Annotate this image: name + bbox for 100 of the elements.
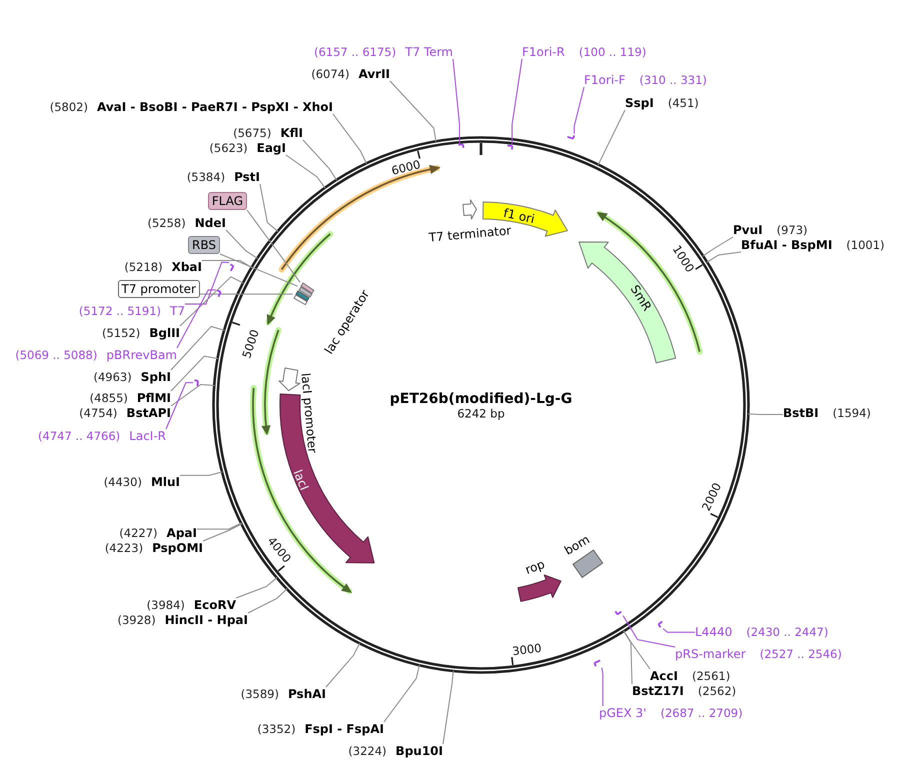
enzyme-name: NdeI [194, 216, 226, 230]
site-position: (3984) [146, 598, 185, 612]
leader-line [390, 80, 437, 142]
leader-line [302, 140, 338, 181]
feature-label: bom [562, 532, 592, 558]
leader-line [200, 294, 294, 295]
primer-position: (5172 .. 5191) [78, 304, 162, 318]
leader-line [236, 576, 278, 598]
enzyme-name: AccI [650, 669, 678, 683]
enzyme-name: AvrII [358, 67, 390, 81]
enzyme-name: BstBI [783, 406, 819, 420]
feature-tag: RBS [188, 236, 220, 254]
enzyme-name: BstZ17I [632, 684, 684, 698]
leader-line [170, 326, 226, 370]
leader-line [260, 184, 278, 232]
sequence-length: 6242 bp [457, 408, 505, 420]
enzyme-name: KflI [280, 126, 303, 140]
tick-label: 5000 [240, 328, 262, 360]
feature-tag: FLAG [208, 192, 247, 210]
leader-line [248, 588, 288, 614]
primer-name: T7 [170, 304, 185, 318]
leader-line [622, 615, 676, 648]
site-position: (3928) [117, 613, 156, 627]
site-position: (5675) [233, 126, 272, 140]
site-position: (2562) [698, 684, 736, 698]
site-position: (973) [776, 223, 808, 237]
enzyme-name: Bpu10I [396, 744, 443, 758]
feature-label: lacI promoter [298, 372, 320, 454]
primer-position: (4747 .. 4766) [38, 429, 120, 443]
primer-position: (310 .. 331) [639, 73, 707, 87]
enzyme-name: FspI - FspAI [304, 722, 384, 736]
enzyme-name: PflMI [136, 391, 171, 405]
feature-label: lacI [290, 468, 312, 492]
enzyme-name: PshAI [288, 687, 326, 701]
tick-label: 3000 [511, 642, 542, 658]
leader-line [384, 664, 420, 722]
primer-position: (2687 .. 2709) [660, 706, 743, 720]
leader-line [442, 670, 454, 744]
site-position: (3224) [348, 744, 387, 758]
leader-line [706, 252, 742, 263]
primer-name: F1ori-R [522, 45, 565, 59]
site-position: (5152) [102, 326, 140, 340]
site-position: (3589) [240, 687, 279, 701]
site-position: (4430) [104, 475, 142, 489]
leader-line [226, 230, 258, 260]
tick-label: 6000 [390, 158, 422, 178]
site-position: (451) [668, 96, 699, 110]
primer-position: (6157 .. 6175) [314, 45, 396, 59]
tick-label: 2000 [700, 481, 724, 514]
leader-line [574, 86, 584, 134]
primer-position: (100 .. 119) [578, 45, 646, 59]
primer-position: (5069 .. 5088) [15, 348, 98, 362]
enzyme-name: BglII [149, 326, 180, 340]
enzyme-name: MluI [150, 475, 180, 489]
site-position: (1001) [846, 238, 885, 252]
enzyme-name: XbaI [172, 260, 202, 274]
leader-line [326, 642, 360, 688]
leader-line [747, 414, 784, 415]
leader-line [512, 58, 522, 144]
primer-name: F1ori-F [584, 73, 626, 87]
enzyme-name: EagI [256, 141, 286, 155]
site-position: (2561) [692, 669, 730, 683]
site-position: (5802) [50, 100, 88, 114]
leader-line [246, 210, 301, 283]
site-position: (5623) [209, 141, 248, 155]
leader-line [202, 260, 252, 268]
leader-line [180, 471, 223, 476]
site-position: (1594) [832, 406, 871, 420]
enzyme-name: BfuAI - BspMI [741, 238, 832, 252]
leader-line [170, 356, 219, 392]
enzyme-name: AvaI - BsoBI - PaeR7I - PspXI - XhoI [96, 100, 333, 114]
site-position: (3352) [257, 722, 296, 736]
feature-tag: T7 promoter [118, 280, 200, 298]
leader-line [286, 154, 326, 189]
site-position: (4227) [119, 526, 158, 540]
enzyme-name: HincII - HpaI [164, 613, 248, 627]
leader-line [202, 523, 242, 542]
primer-name: L4440 [695, 625, 732, 639]
feature-label: rop [523, 557, 547, 577]
leader-line [601, 667, 604, 706]
primer-name: LacI-R [129, 429, 166, 443]
site-position: (5258) [148, 216, 186, 230]
primer-name: T7 Term [405, 45, 453, 59]
site-position: (4754) [79, 406, 118, 420]
site-position: (5384) [186, 170, 226, 184]
enzyme-name: PstI [234, 170, 260, 184]
leader-line [452, 58, 460, 144]
primer-name: pGEX 3' [599, 706, 646, 720]
leader-line [166, 382, 194, 430]
leader-line [702, 236, 734, 257]
site-position: (4855) [90, 391, 128, 405]
leader-line [184, 262, 230, 304]
leader-line [332, 114, 368, 164]
enzyme-name: EcoRV [194, 598, 236, 612]
site-position: (6074) [311, 67, 350, 81]
leader-line [622, 630, 632, 684]
primer-name: pBRrevBam [106, 348, 177, 362]
primer-position: (2430 .. 2447) [746, 625, 828, 639]
leader-line [662, 628, 696, 633]
leader-line [220, 254, 298, 287]
